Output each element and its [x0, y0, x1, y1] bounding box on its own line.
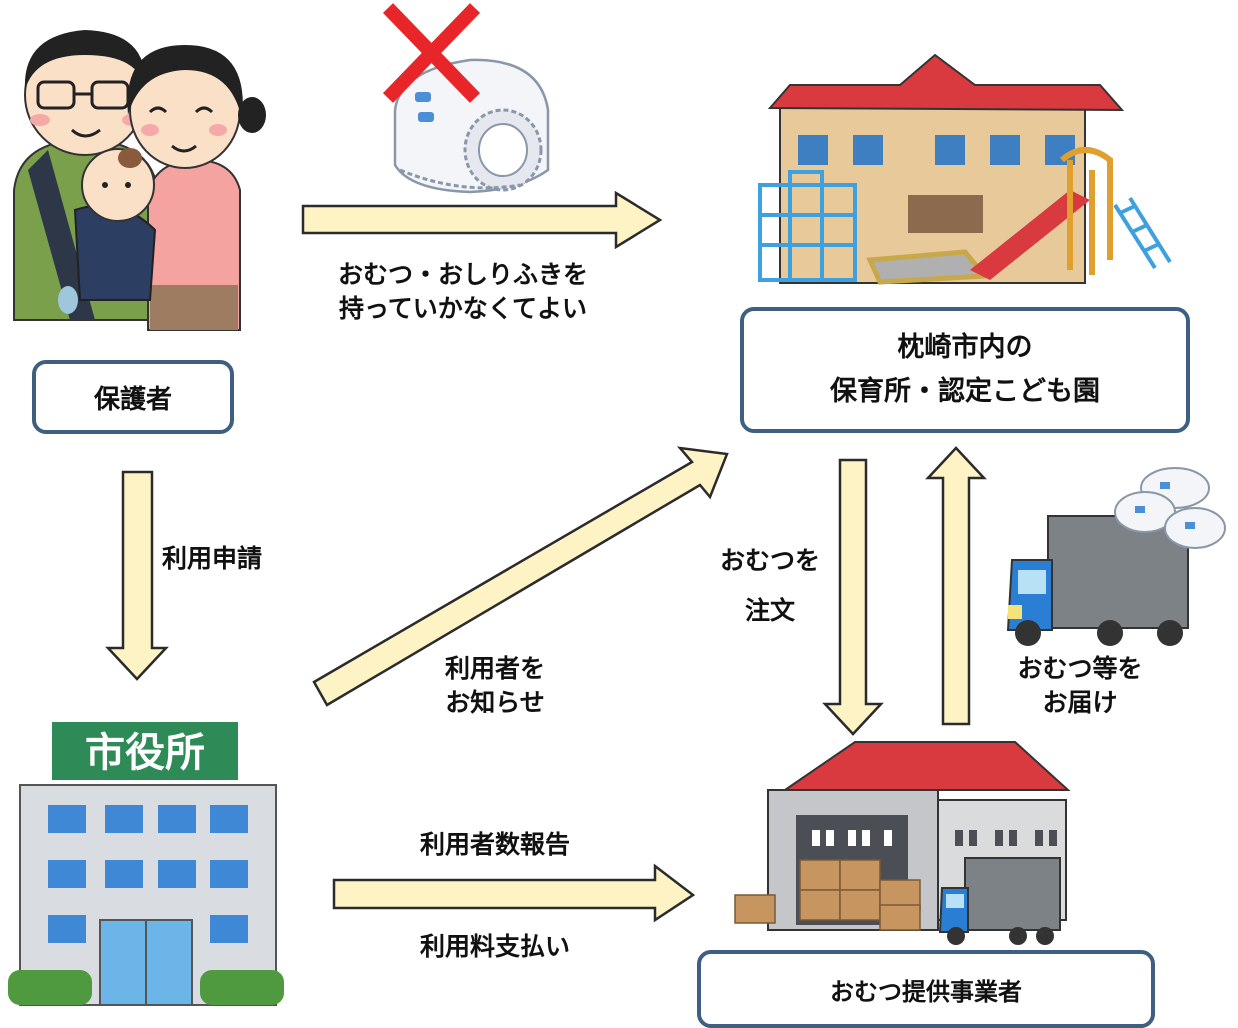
guardian-label: 保護者 — [93, 384, 172, 415]
deliver-label: おむつ等を お届け — [1005, 652, 1155, 720]
supplier-box: おむつ提供事業者 — [697, 950, 1155, 1028]
arrow-to-facility — [301, 190, 663, 250]
facility-label-line1: 枕崎市内の — [897, 332, 1033, 363]
arrow-report — [332, 863, 696, 923]
notify-line2: お知らせ — [445, 688, 545, 717]
city-hall-icon — [8, 722, 284, 1006]
arrow-deliver — [925, 446, 987, 726]
order-line1: おむつを — [719, 546, 820, 575]
facility-box: 枕崎市内の 保育所・認定こども園 — [740, 307, 1190, 433]
facility-label-line2: 保育所・認定こども園 — [830, 376, 1100, 407]
city-hall-sign: 市役所 — [85, 730, 205, 776]
supplier-label: おむつ提供事業者 — [830, 977, 1022, 1006]
report-label: 利用者数報告 — [419, 830, 570, 859]
arrow-order — [822, 458, 884, 736]
no-diapers-line2: 持っていかなくてよい — [338, 294, 587, 323]
deliver-line1: おむつ等を — [1017, 654, 1143, 683]
apply-label: 利用申請 — [162, 544, 263, 573]
order-line2: 注文 — [744, 596, 795, 625]
deliver-line2: お届け — [1042, 688, 1118, 717]
no-diapers-label: おむつ・おしりふきを 持っていかなくてよい — [318, 258, 608, 326]
guardian-box: 保護者 — [32, 360, 234, 434]
nursery-school-icon — [758, 53, 1172, 285]
family-icon — [13, 30, 266, 331]
warehouse-icon — [734, 741, 1071, 945]
notify-label: 利用者を お知らせ — [420, 652, 570, 720]
no-diapers-line1: おむつ・おしりふきを — [337, 260, 588, 289]
cross-mark-icon — [382, 3, 481, 103]
delivery-truck-icon — [1006, 467, 1226, 646]
notify-line1: 利用者を — [444, 654, 545, 683]
order-label: おむつを 注文 — [710, 536, 830, 636]
diaper-icon — [393, 58, 550, 194]
arrow-notify — [312, 446, 729, 707]
payment-label: 利用料支払い — [419, 932, 570, 961]
arrow-apply — [105, 470, 169, 681]
